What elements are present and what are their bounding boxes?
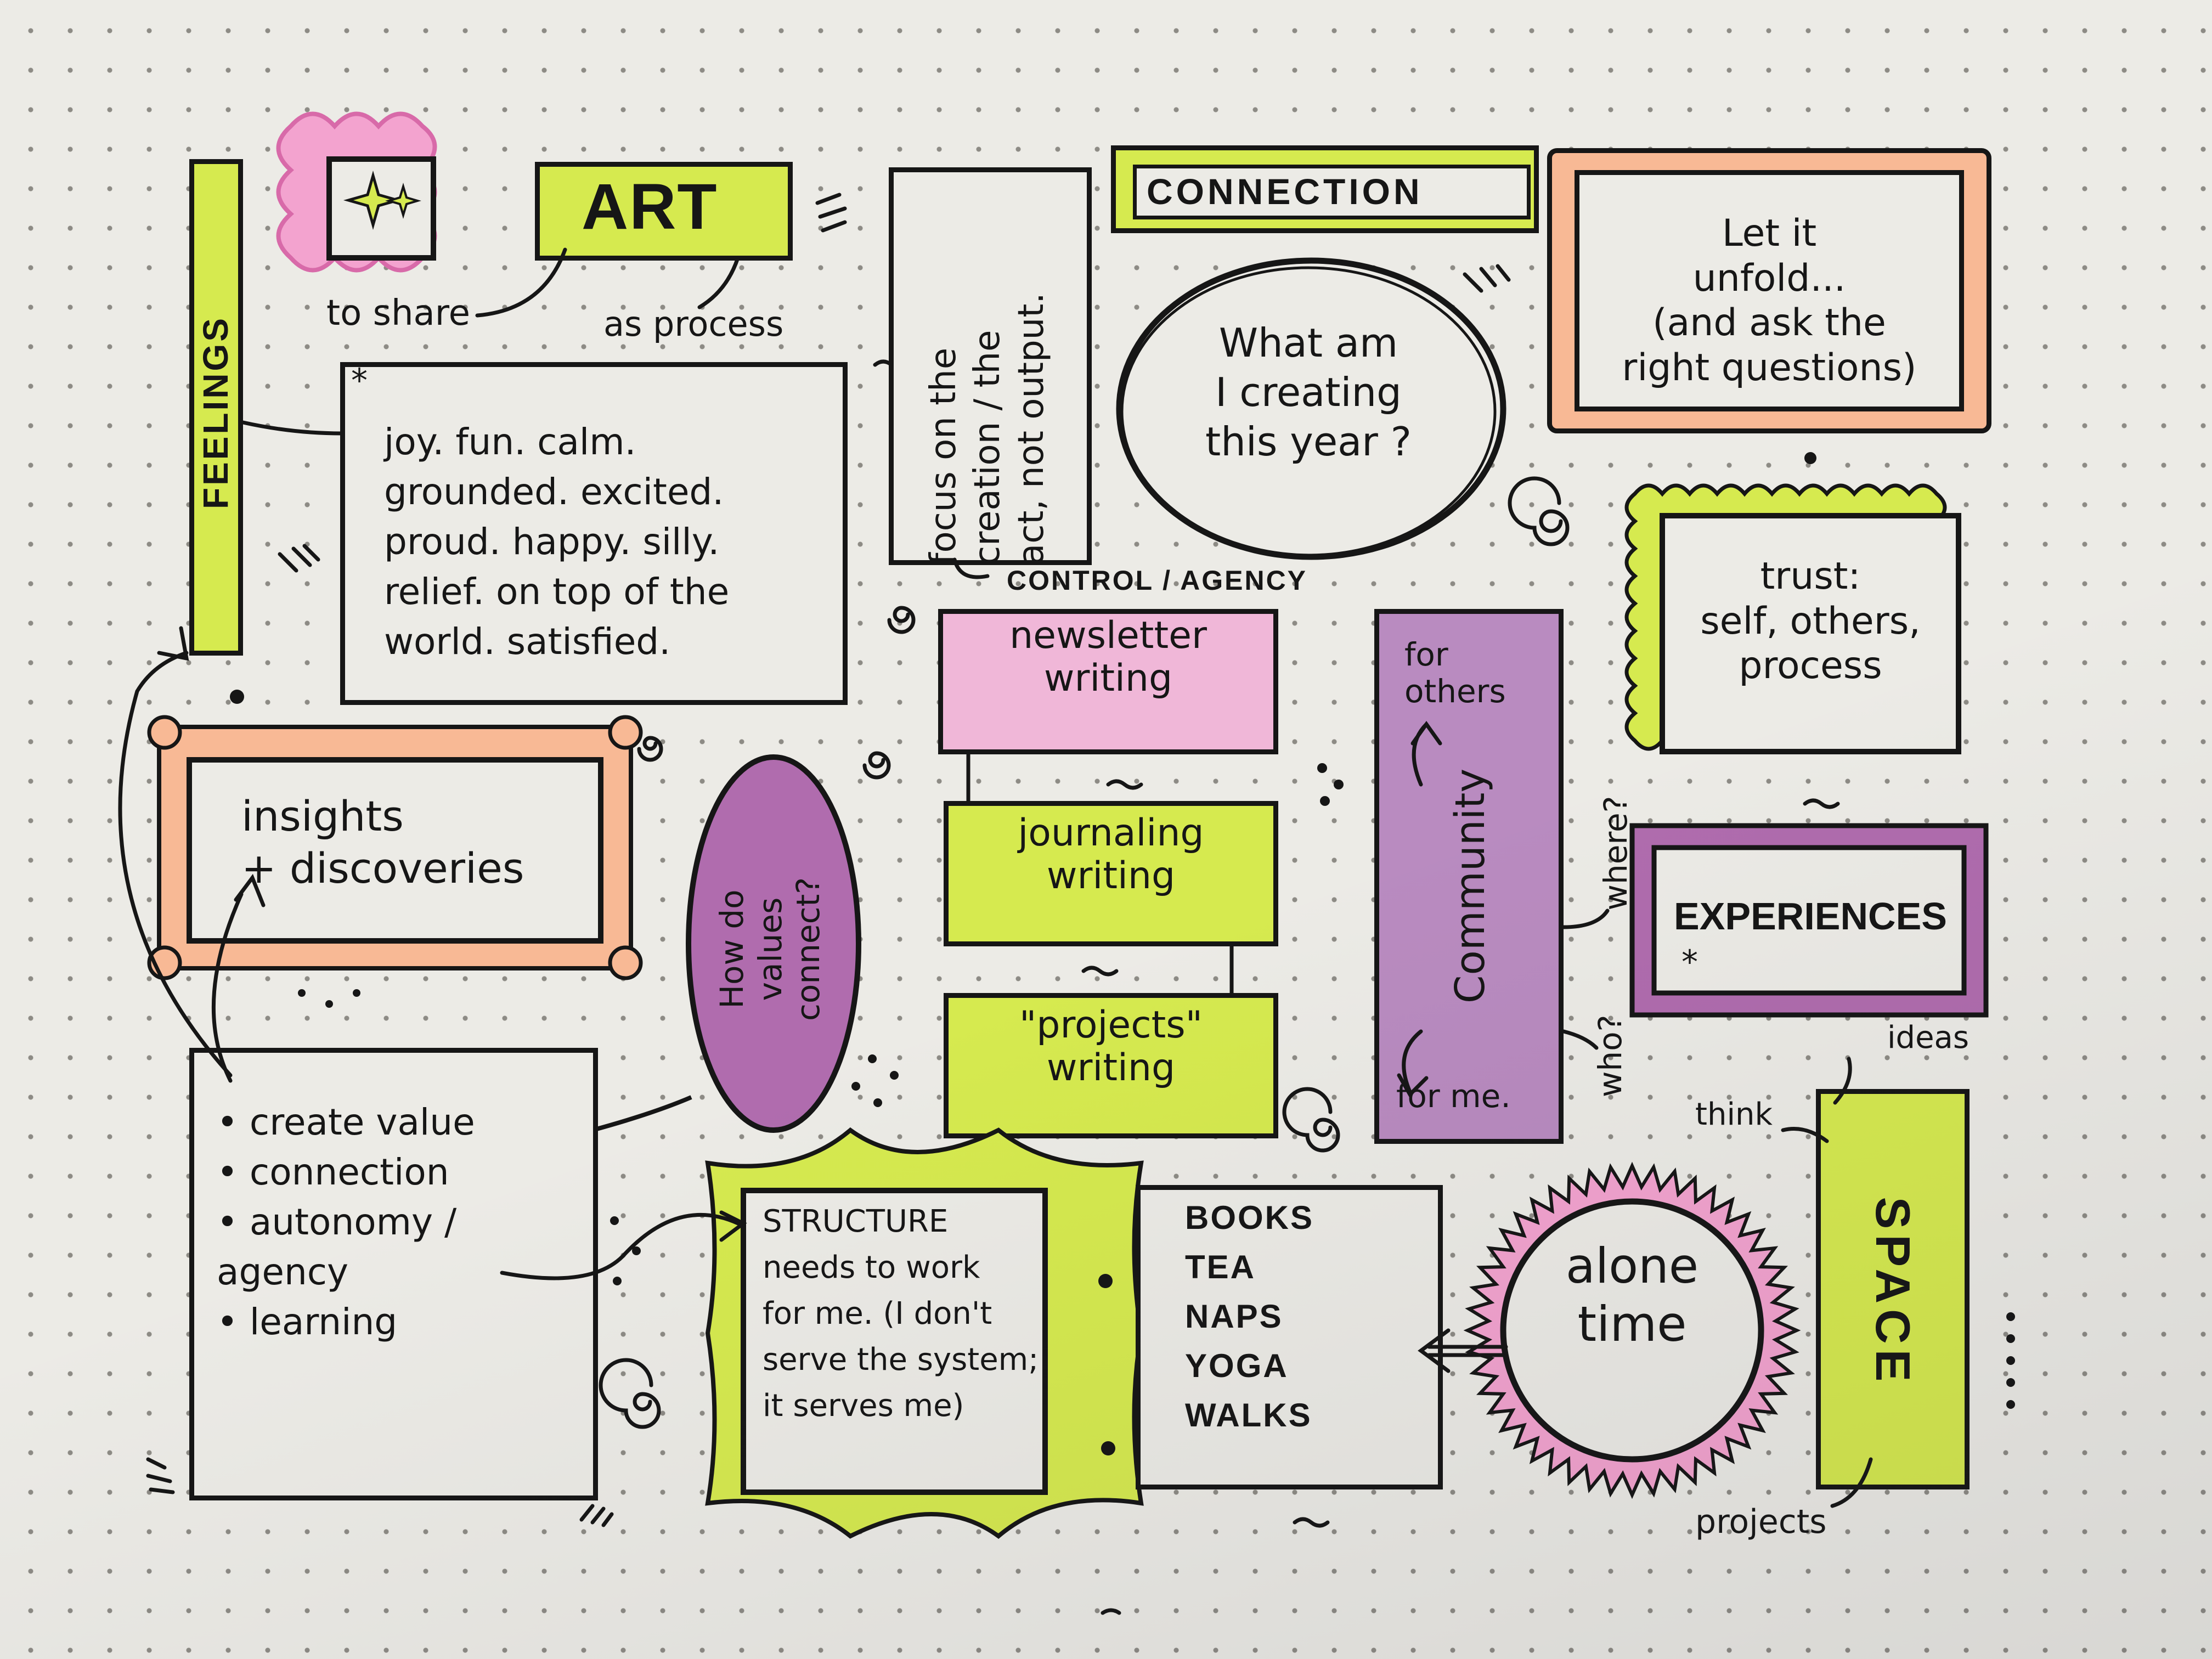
connection-inner-box xyxy=(1133,165,1531,219)
let-it-unfold-box xyxy=(1575,170,1964,411)
control-agency-label: CONTROL / AGENCY xyxy=(1007,565,1308,596)
structure-text: STRUCTURE needs to work for me. (I don't… xyxy=(763,1204,1039,1424)
projects-writing-text: "projects" writing xyxy=(1019,1003,1203,1090)
experiences-label: EXPERIENCES xyxy=(1674,895,1947,938)
journaling-writing-text: journaling writing xyxy=(1018,811,1204,898)
space-projects-label: projects xyxy=(1695,1503,1827,1541)
art-box xyxy=(535,162,793,261)
for-me-label: for me. xyxy=(1396,1077,1511,1115)
experiences-asterisk: * xyxy=(1681,943,1698,981)
where-label: where? xyxy=(1597,795,1634,911)
feelings-list-box xyxy=(340,362,848,705)
who-label: who? xyxy=(1592,1014,1629,1097)
values-list-box xyxy=(189,1048,598,1500)
newsletter-writing-box xyxy=(938,609,1278,754)
alone-time-text: alone time xyxy=(1565,1238,1699,1352)
for-others-label: for others xyxy=(1404,636,1506,710)
feelings-asterisk: * xyxy=(351,362,368,400)
projects-writing-box xyxy=(944,993,1278,1138)
space-ideas-label: ideas xyxy=(1887,1020,1970,1056)
let-it-unfold-text: Let it unfold... (and ask the right ques… xyxy=(1622,212,1917,390)
art-as-process-label: as process xyxy=(603,304,784,344)
feelings-label: FEELINGS xyxy=(196,315,235,510)
focus-creation-text: focus on the creation / the act, not out… xyxy=(923,292,1052,565)
feelings-box xyxy=(189,159,243,656)
focus-creation-box xyxy=(889,167,1092,565)
feelings-list-text: joy. fun. calm. grounded. excited. proud… xyxy=(384,421,730,663)
space-label: SPACE xyxy=(1866,1197,1920,1387)
how-do-values-connect-text: How do values connect? xyxy=(713,877,827,1021)
values-list-text: • create value • connection • autonomy /… xyxy=(217,1101,475,1344)
self-care-list-text: BOOKS TEA NAPS YOGA WALKS xyxy=(1185,1199,1314,1434)
insights-text: insights + discoveries xyxy=(241,792,524,893)
art-to-share-label: to share xyxy=(326,293,470,334)
art-label: ART xyxy=(582,171,718,243)
trust-text: trust: self, others, process xyxy=(1700,555,1921,688)
journaling-writing-box xyxy=(944,801,1278,946)
connection-label: CONNECTION xyxy=(1147,171,1423,212)
newsletter-writing-text: newsletter writing xyxy=(1009,614,1207,701)
what-am-i-creating-text: What am I creating this year ? xyxy=(1205,320,1412,465)
sparkle-icon xyxy=(343,170,403,230)
space-think-label: think xyxy=(1695,1097,1773,1132)
sparkle-small-icon xyxy=(385,183,421,219)
space-box xyxy=(1816,1089,1970,1489)
community-label: Community xyxy=(1447,768,1494,1004)
